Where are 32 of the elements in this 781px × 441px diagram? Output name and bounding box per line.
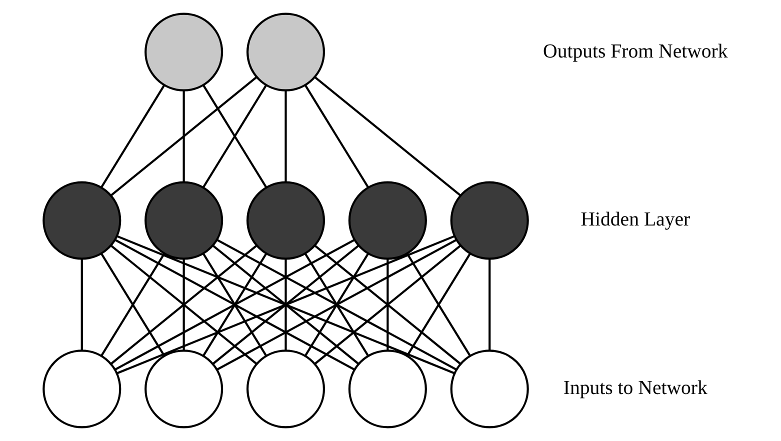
- node-circle: [42, 181, 122, 260]
- node-circle: [246, 12, 326, 92]
- label: Inputs to Network: [563, 377, 708, 400]
- node-circle: [450, 350, 529, 428]
- connector: [110, 244, 258, 365]
- connector: [100, 84, 166, 188]
- connector: [110, 76, 258, 196]
- connector: [80, 259, 83, 350]
- connector: [304, 84, 369, 188]
- connector: [114, 239, 355, 370]
- node-circle: [144, 181, 224, 260]
- connector: [314, 76, 462, 196]
- node-circle: [144, 12, 224, 92]
- connector: [212, 244, 360, 365]
- node-circle: [246, 181, 326, 260]
- connector: [284, 259, 287, 350]
- node-circle: [144, 350, 224, 428]
- node-circle: [450, 181, 529, 260]
- connector: [182, 259, 185, 350]
- connector: [216, 239, 457, 370]
- label: Hidden Layer: [580, 208, 690, 231]
- connector: [284, 90, 287, 182]
- connector: [386, 259, 389, 350]
- node-circle: [348, 181, 427, 260]
- connector: [488, 259, 491, 350]
- connector: [116, 235, 455, 374]
- connector: [182, 90, 185, 182]
- node-circle: [246, 350, 326, 428]
- label: Outputs From Network: [543, 40, 728, 62]
- connector: [314, 244, 462, 365]
- node-circle: [42, 350, 122, 428]
- node-circle: [348, 350, 427, 428]
